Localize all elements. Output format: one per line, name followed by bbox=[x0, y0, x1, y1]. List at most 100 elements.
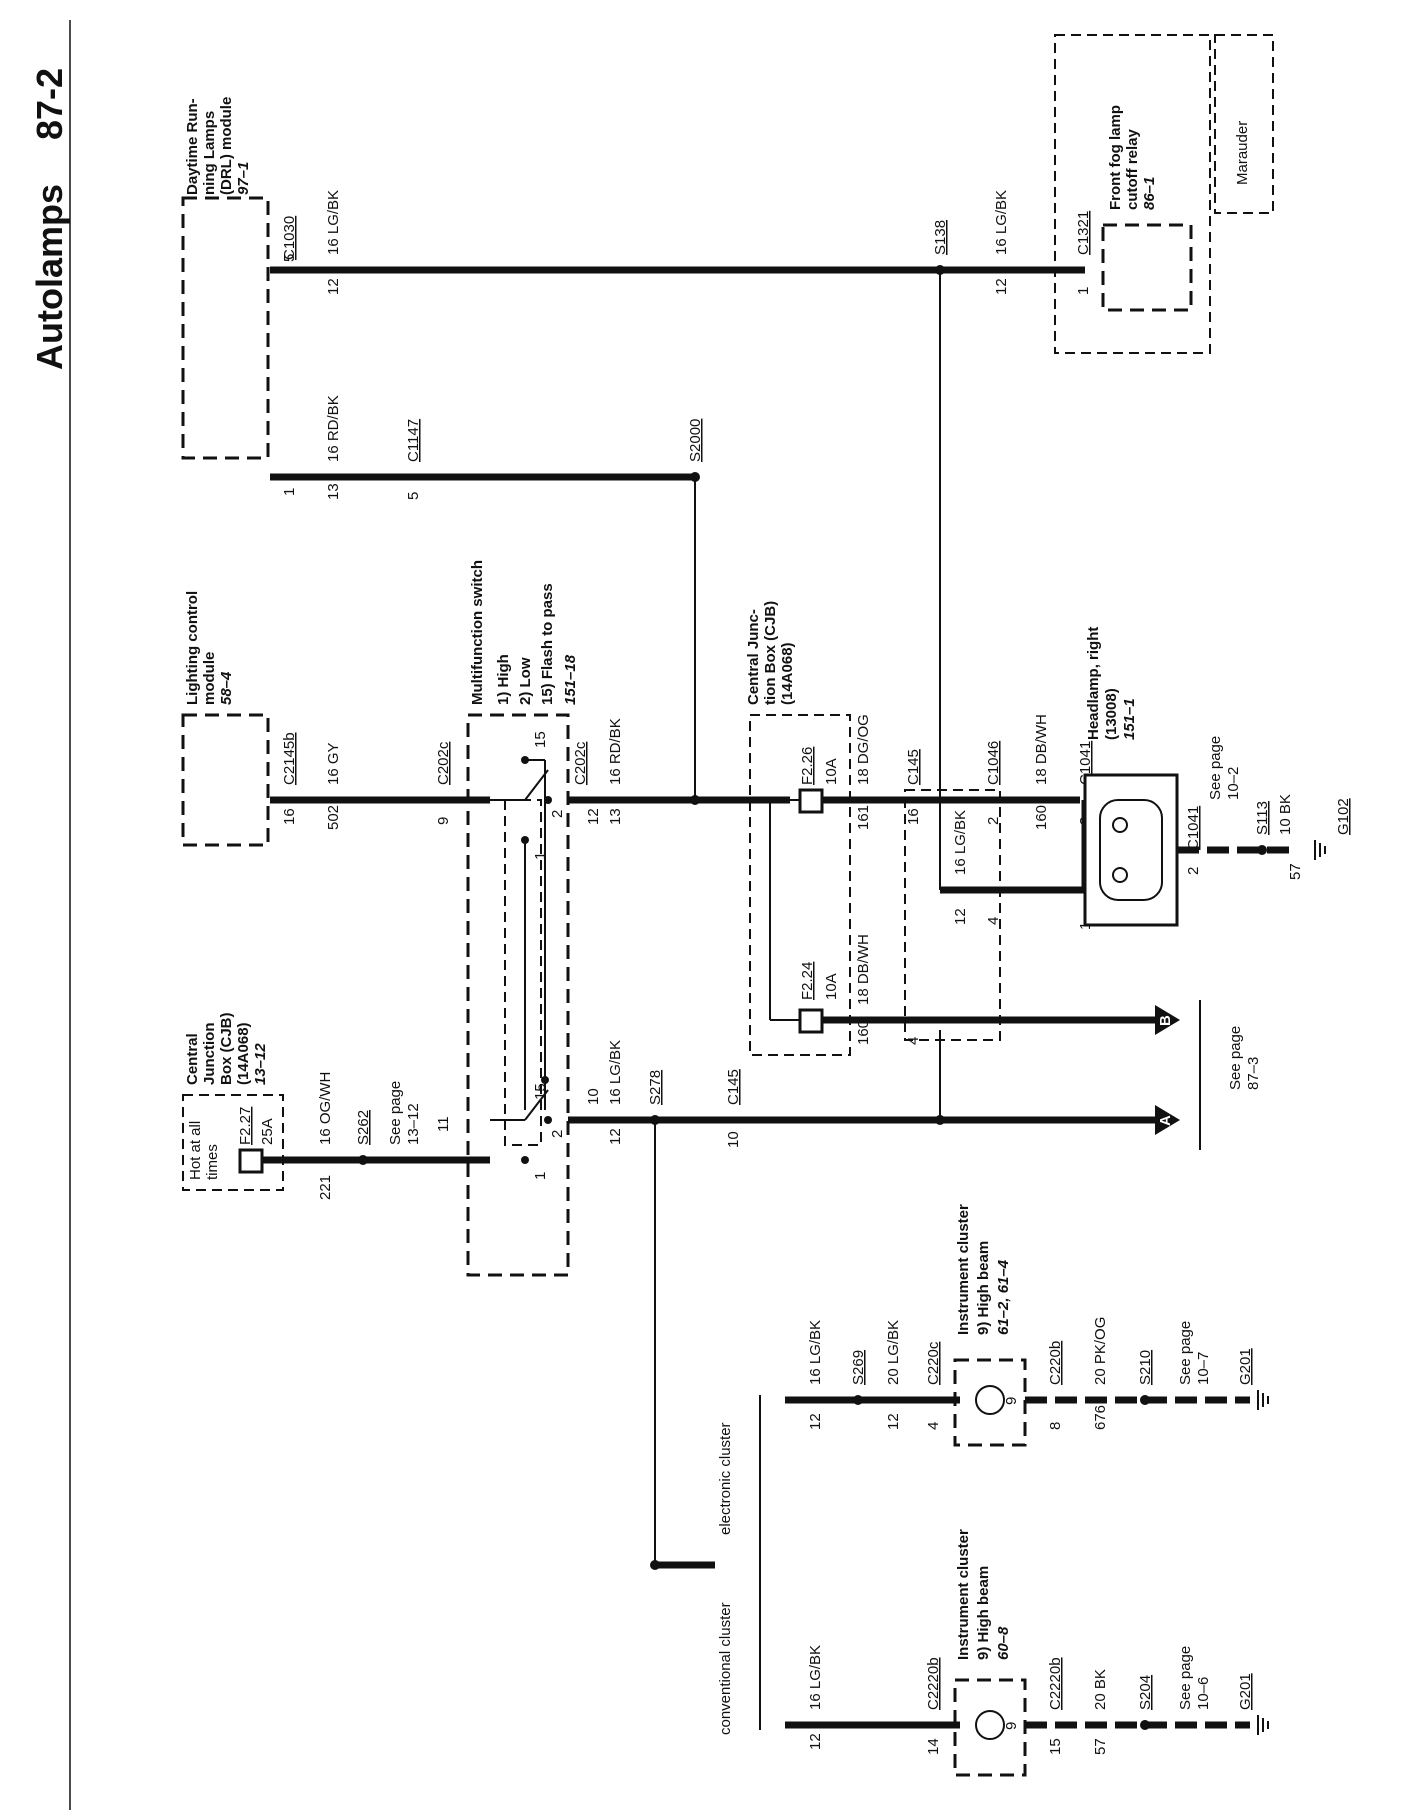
see-page-13-12: See page 13–12 bbox=[387, 1081, 422, 1145]
offpage-label-a: A bbox=[1157, 1115, 1174, 1126]
pin-c2220b-14: 14 bbox=[925, 1738, 942, 1755]
splice-s2000-junction-dot bbox=[690, 795, 700, 805]
svg-text:61–2, 61–4: 61–2, 61–4 bbox=[995, 1259, 1012, 1335]
wire-color-w57: 10 BK bbox=[1277, 794, 1294, 835]
svg-text:97–1: 97–1 bbox=[235, 162, 252, 195]
pin-c1046-4: 4 bbox=[985, 917, 1002, 925]
cjb-right-box bbox=[749, 714, 851, 1056]
svg-text:Central Junc-: Central Junc- bbox=[745, 609, 762, 705]
connector-c1147: C1147 bbox=[405, 419, 422, 462]
svg-text:87–3: 87–3 bbox=[1245, 1057, 1262, 1090]
svg-text:module: module bbox=[201, 652, 218, 705]
splice-s269-dot bbox=[853, 1395, 863, 1405]
drl-module-box bbox=[181, 196, 270, 460]
fuse-f224-rating: 10A bbox=[823, 973, 840, 1000]
ic-electronic-label: Instrument cluster 9) High beam 61–2, 61… bbox=[955, 1204, 1012, 1335]
wire-color-w160b: 18 DB/WH bbox=[855, 934, 872, 1005]
circuit-c12b: 12 bbox=[993, 278, 1010, 295]
pin-lcm16: 16 bbox=[281, 808, 298, 825]
svg-text:times: times bbox=[204, 1144, 221, 1180]
cluster-option-electronic: electronic cluster bbox=[717, 1422, 734, 1535]
pin-c220b-8: 8 bbox=[1047, 1422, 1064, 1430]
ground-g102-symbol bbox=[1314, 840, 1326, 860]
wire-color-w12g: 16 LG/BK bbox=[807, 1645, 824, 1710]
switch-lower-contact-1 bbox=[521, 1156, 529, 1164]
connector-c2220b-b: C2220b bbox=[1047, 1657, 1064, 1710]
svg-text:58–4: 58–4 bbox=[218, 671, 235, 705]
splice-s113-dot bbox=[1257, 845, 1267, 855]
see-page-10-6: See page 10–6 bbox=[1177, 1646, 1212, 1710]
svg-text:Headlamp, right: Headlamp, right bbox=[1085, 627, 1102, 740]
fog-relay-box bbox=[1101, 223, 1193, 312]
splice-s278-branch-dot bbox=[650, 1560, 660, 1570]
svg-text:cutoff relay: cutoff relay bbox=[1124, 128, 1141, 210]
headlamp-right-body bbox=[1083, 773, 1179, 927]
splice-s204-dot bbox=[1140, 1720, 1150, 1730]
cjb-left-box bbox=[182, 1094, 284, 1191]
pin-c1147-5: 5 bbox=[405, 492, 422, 500]
ground-g102: G102 bbox=[1335, 798, 1352, 835]
svg-text:60–8: 60–8 bbox=[995, 1626, 1012, 1660]
connector-c1321: C1321 bbox=[1075, 211, 1092, 255]
page-title: Autolamps bbox=[29, 184, 70, 370]
circuit-c12c: 12 bbox=[585, 808, 602, 825]
pin-sw1b: 1 bbox=[532, 1172, 549, 1180]
pin-sw15b: 15 bbox=[532, 1083, 549, 1100]
wire-color-w12e: 16 LG/BK bbox=[807, 1320, 824, 1385]
offpage-label-b: B bbox=[1157, 1015, 1174, 1026]
pin-drl5: 5 bbox=[281, 254, 298, 262]
svg-text:Lighting control: Lighting control bbox=[184, 591, 201, 705]
circuit-c12g: 12 bbox=[885, 1413, 902, 1430]
fuse-f227-id: F2.27 bbox=[237, 1107, 254, 1145]
connector-c145-b: C145 bbox=[725, 1069, 742, 1105]
cjb-left-label: Central Junction Box (CJB) (14A068) 13–1… bbox=[184, 1012, 269, 1085]
connector-c202c-b: C202c bbox=[572, 741, 589, 785]
headlamp-filament-low bbox=[1112, 867, 1128, 883]
splice-s210: S210 bbox=[1137, 1350, 1154, 1385]
svg-text:Multifunction switch: Multifunction switch bbox=[469, 560, 486, 705]
fuse-f227-rating: 25A bbox=[259, 1118, 276, 1145]
fuse-f226-rating: 10A bbox=[823, 758, 840, 785]
svg-text:Instrument cluster: Instrument cluster bbox=[955, 1204, 972, 1335]
circuit-c221: 221 bbox=[317, 1175, 334, 1200]
pin-mfs11: 11 bbox=[435, 1116, 452, 1132]
wire-color-w12c: 16 LG/BK bbox=[952, 810, 969, 875]
multifunction-switch-box bbox=[466, 713, 570, 1277]
svg-text:See page: See page bbox=[1227, 1026, 1244, 1090]
cjb-right-label: Central Junc- tion Box (CJB) (14A068) bbox=[745, 601, 796, 705]
splice-s113: S113 bbox=[1254, 801, 1271, 835]
pin-c220c-4: 4 bbox=[925, 1422, 942, 1430]
connector-c202c-a: C202c bbox=[435, 741, 452, 785]
switch-lower-blade bbox=[524, 1089, 549, 1121]
marauder-label: Marauder bbox=[1234, 121, 1251, 185]
connector-c220b: C220b bbox=[1047, 1341, 1064, 1385]
pin-fog1: 1 bbox=[1075, 287, 1092, 295]
connector-c2220b-a: C2220b bbox=[925, 1657, 942, 1710]
lcm-label: Lighting control module 58–4 bbox=[184, 591, 235, 705]
multifunction-switch-label: Multifunction switch 1) High 2) Low 15) … bbox=[469, 560, 579, 705]
splice-s2000: S2000 bbox=[687, 419, 704, 462]
svg-text:ning Lamps: ning Lamps bbox=[201, 111, 218, 195]
wire-color-w12f: 20 LG/BK bbox=[885, 1320, 902, 1385]
svg-text:151–1: 151–1 bbox=[1121, 698, 1138, 740]
circuit-c676: 676 bbox=[1092, 1405, 1109, 1430]
offpage-arrow-b bbox=[1155, 1005, 1180, 1035]
lcm-box bbox=[181, 713, 270, 847]
fuse-f224-id: F2.24 bbox=[799, 962, 816, 1000]
circuit-c13b: 13 bbox=[607, 808, 624, 825]
fog-relay-label: Front fog lamp cutoff relay 86–1 bbox=[1107, 105, 1158, 210]
splice-s278: S278 bbox=[647, 1070, 664, 1105]
splice-s269: S269 bbox=[850, 1350, 867, 1385]
pin-sw1a: 1 bbox=[532, 852, 549, 860]
svg-text:86–1: 86–1 bbox=[1141, 177, 1158, 210]
svg-text:10–7: 10–7 bbox=[1195, 1352, 1212, 1385]
circuit-c12d: 12 bbox=[952, 908, 969, 925]
headlamp-filament-high bbox=[1112, 817, 1128, 833]
pin-ic9a: 9 bbox=[1003, 1397, 1020, 1405]
circuit-c12h: 12 bbox=[807, 1733, 824, 1750]
svg-text:9) High beam: 9) High beam bbox=[975, 1566, 992, 1660]
wire-color-w12d: 16 LG/BK bbox=[607, 1040, 624, 1105]
wire-color-w221: 16 OG/WH bbox=[317, 1072, 334, 1145]
wire-color-w13b: 16 RD/BK bbox=[607, 718, 624, 785]
